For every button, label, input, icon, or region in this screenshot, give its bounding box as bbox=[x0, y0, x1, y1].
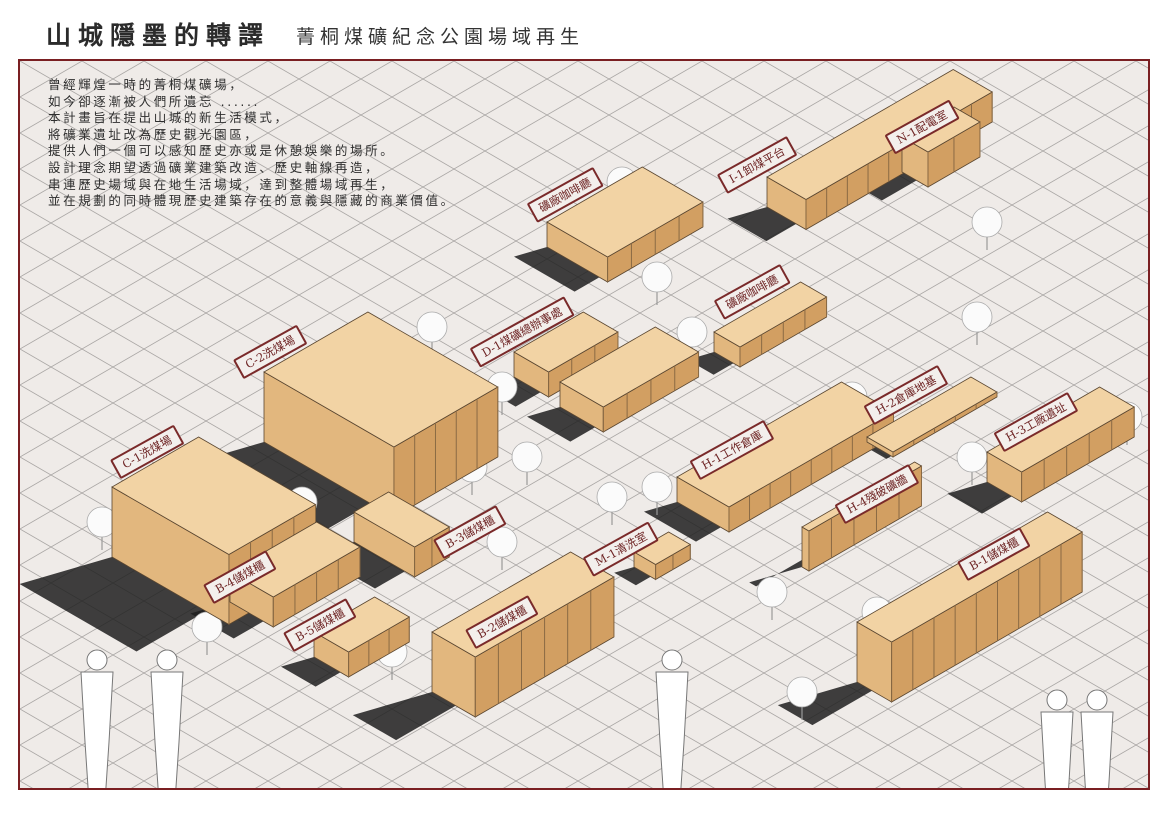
tree-canopy bbox=[786, 676, 818, 708]
tree-canopy bbox=[596, 481, 628, 513]
building-shadow bbox=[171, 442, 498, 544]
tree-icon bbox=[961, 301, 993, 345]
person-head bbox=[661, 649, 683, 671]
person-figure-icon bbox=[80, 649, 114, 788]
h2-foundation bbox=[866, 376, 998, 458]
person-body bbox=[150, 671, 184, 788]
tree-icon bbox=[676, 316, 708, 360]
intro-line: 串連歷史場域與在地生活場域，達到整體場域再生， bbox=[48, 176, 396, 192]
person-body bbox=[655, 671, 689, 788]
cafe-2-building bbox=[713, 281, 828, 368]
m1-washroom bbox=[633, 531, 692, 581]
person-body bbox=[80, 671, 114, 788]
intro-line: 提供人們一個可以感知歷史亦或是休憩娛樂的場所。 bbox=[48, 143, 396, 159]
b5-coal-bin bbox=[313, 596, 411, 678]
tree-icon bbox=[416, 311, 448, 355]
d1-office-b bbox=[559, 326, 700, 433]
tree-icon bbox=[971, 206, 1003, 250]
person-head bbox=[156, 649, 178, 671]
person-figure-icon bbox=[1040, 689, 1074, 788]
tree-canopy bbox=[486, 526, 518, 558]
person-head bbox=[1046, 689, 1068, 711]
tree-canopy bbox=[511, 441, 543, 473]
page-subtitle: 菁桐煤礦紀念公園場域再生 bbox=[296, 26, 585, 48]
person-head bbox=[86, 649, 108, 671]
site-plan-frame: 曾經輝煌一時的菁桐煤礦場， 如今卻逐漸被人們所遺忘 ...... 本計畫旨在提出… bbox=[18, 59, 1150, 790]
building-shadow bbox=[514, 227, 703, 292]
page-title: 山城隱墨的轉譯 bbox=[46, 21, 271, 50]
n1-power-room bbox=[901, 106, 981, 188]
cafe-1-building bbox=[546, 166, 704, 283]
tree-icon bbox=[86, 506, 118, 550]
intro-line: 曾經輝煌一時的菁桐煤礦場， bbox=[48, 77, 245, 92]
tree-icon bbox=[486, 526, 518, 570]
tree-icon bbox=[786, 676, 818, 720]
tree-icon bbox=[511, 441, 543, 485]
tree-icon bbox=[641, 471, 673, 515]
tree-canopy bbox=[676, 316, 708, 348]
tree-canopy bbox=[641, 471, 673, 503]
tree-canopy bbox=[641, 261, 673, 293]
person-body bbox=[1080, 711, 1114, 788]
intro-line: 設計理念期望透過礦業建築改造、歷史軸線再造， bbox=[48, 159, 381, 175]
tree-canopy bbox=[756, 576, 788, 608]
tree-canopy bbox=[956, 441, 988, 473]
person-figure-icon bbox=[150, 649, 184, 788]
c2-coal-washing-building bbox=[263, 311, 499, 518]
person-figure-icon bbox=[1080, 689, 1114, 788]
intro-line: 本計畫旨在提出山城的新生活模式， bbox=[48, 110, 290, 126]
b4-coal-bin bbox=[229, 521, 361, 628]
intro-line: 將礦業遺址改為歷史觀光園區， bbox=[48, 126, 260, 142]
h3-factory-ruins bbox=[986, 386, 1135, 503]
person-head bbox=[1086, 689, 1108, 711]
tree-canopy bbox=[961, 301, 993, 333]
person-body bbox=[1040, 711, 1074, 788]
tree-icon bbox=[641, 261, 673, 305]
tree-canopy bbox=[416, 311, 448, 343]
intro-line: 並在規劃的同時體現歷史建築存在的意義與隱藏的商業價值。 bbox=[48, 193, 456, 209]
person-figure-icon bbox=[655, 649, 689, 788]
tree-canopy bbox=[971, 206, 1003, 238]
building-wall-left bbox=[801, 526, 810, 572]
intro-paragraph: 曾經輝煌一時的菁桐煤礦場， 如今卻逐漸被人們所遺忘 ...... 本計畫旨在提出… bbox=[48, 77, 456, 210]
intro-line: 如今卻逐漸被人們所遺忘 ...... bbox=[48, 93, 261, 109]
tree-icon bbox=[756, 576, 788, 620]
building-shadow bbox=[20, 557, 316, 652]
tree-icon bbox=[596, 481, 628, 525]
